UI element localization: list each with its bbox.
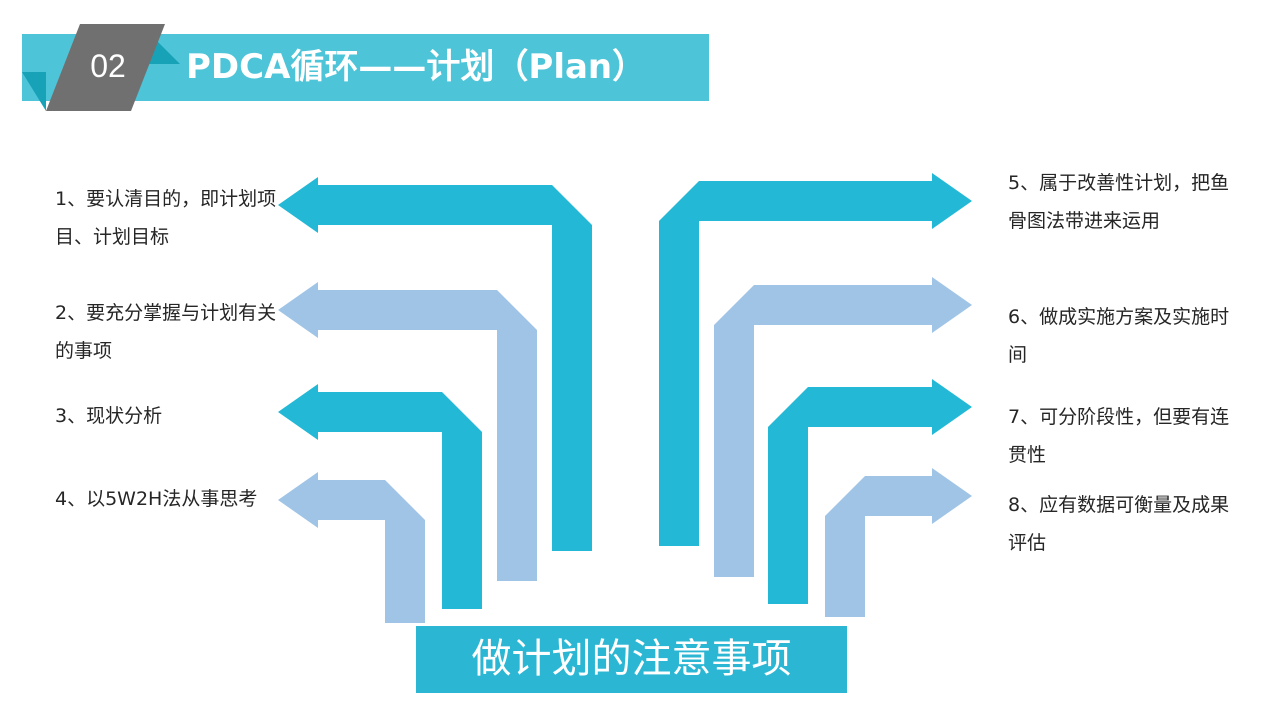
note-5: 5、属于改善性计划，把鱼骨图法带进来运用 <box>1008 172 1230 232</box>
header-badge <box>22 24 180 111</box>
section-number: 02 <box>90 48 126 84</box>
arrow-left-1 <box>278 177 592 551</box>
note-3: 3、现状分析 <box>55 405 163 427</box>
page-title: PDCA循环——计划（Plan） <box>186 47 647 87</box>
header-badge-gray <box>46 24 165 111</box>
note-7: 7、可分阶段性，但要有连贯性 <box>1008 406 1230 466</box>
arrow-right-5 <box>659 173 972 546</box>
arrow-left-4 <box>278 472 425 623</box>
note-4: 4、以5W2H法从事思考 <box>55 488 258 510</box>
arrow-right-7 <box>768 379 972 604</box>
note-8: 8、应有数据可衡量及成果评估 <box>1008 494 1230 554</box>
center-caption: 做计划的注意事项 <box>471 636 792 682</box>
header-badge-dark-left <box>22 72 46 111</box>
arrow-right-6 <box>714 277 972 577</box>
note-1: 1、要认清目的，即计划项目、计划目标 <box>55 188 277 248</box>
note-2: 2、要充分掌握与计划有关的事项 <box>55 302 277 362</box>
arrow-left-3 <box>278 384 482 609</box>
arrow-right-8 <box>825 468 972 617</box>
arrow-left-2 <box>278 282 537 581</box>
center-caption-box <box>416 626 847 693</box>
note-6: 6、做成实施方案及实施时间 <box>1008 306 1230 366</box>
